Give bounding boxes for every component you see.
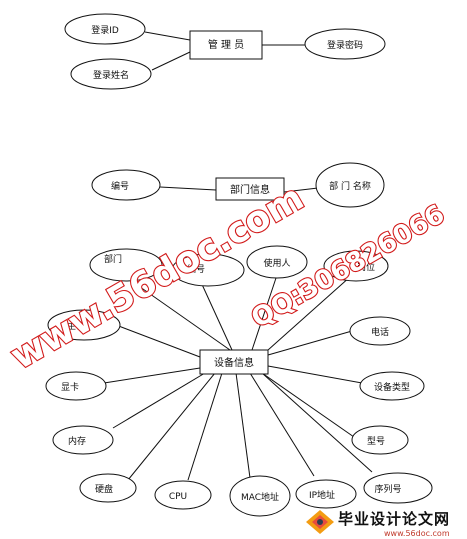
- department-entity: 部门信息: [215, 177, 285, 201]
- attr-login-id: 登录ID: [64, 13, 146, 45]
- attr-device-dept: 部门: [89, 248, 163, 282]
- attr-device-type: 设备类型: [359, 371, 425, 401]
- attr-login-password: 登录密码: [304, 28, 386, 60]
- attr-device-mainboard: 主板: [47, 309, 121, 341]
- attr-device-ip: IP地址: [295, 479, 357, 509]
- attr-device-serial: 序列号: [363, 472, 433, 504]
- attr-device-number: 编号: [171, 253, 245, 287]
- svg-text:电话: 电话: [371, 326, 389, 338]
- svg-text:编号: 编号: [111, 180, 129, 192]
- attr-device-position: 岗位: [323, 250, 389, 282]
- logo-url: www.56doc.com: [384, 529, 450, 538]
- svg-text:部 门 名称: 部 门 名称: [329, 180, 371, 192]
- svg-text:登录ID: 登录ID: [91, 25, 119, 36]
- attr-dept-number: 编号: [91, 169, 161, 201]
- svg-text:登录姓名: 登录姓名: [93, 69, 129, 81]
- logo-emblem-icon: [306, 510, 334, 534]
- svg-text:CPU: CPU: [169, 492, 187, 502]
- svg-text:IP地址: IP地址: [309, 489, 335, 501]
- svg-text:编号: 编号: [187, 263, 205, 275]
- svg-text:显卡: 显卡: [61, 381, 79, 393]
- department-entity-label: 部门信息: [230, 183, 270, 196]
- attr-device-mac: MAC地址: [229, 475, 291, 517]
- attr-device-phone: 电话: [349, 316, 411, 346]
- attr-dept-name: 部 门 名称: [315, 162, 385, 208]
- logo-title: 毕业设计论文网: [338, 510, 450, 528]
- svg-text:主板: 主板: [67, 320, 85, 332]
- attr-device-cpu: CPU: [154, 480, 212, 510]
- svg-text:设备类型: 设备类型: [374, 381, 410, 393]
- svg-text:型号: 型号: [367, 436, 385, 447]
- site-logo: 毕业设计论文网 www.56doc.com: [306, 510, 450, 538]
- svg-text:序列号: 序列号: [374, 483, 401, 495]
- device-entity-label: 设备信息: [214, 356, 254, 369]
- svg-text:使用人: 使用人: [263, 257, 290, 269]
- svg-text:登录密码: 登录密码: [327, 39, 363, 51]
- svg-text:内存: 内存: [68, 435, 86, 447]
- attr-device-memory: 内存: [52, 425, 114, 455]
- attr-device-user: 使用人: [246, 245, 308, 279]
- attr-device-graphics: 显卡: [45, 371, 107, 401]
- admin-entity: 管 理 员: [189, 30, 263, 60]
- attr-device-disk: 硬盘: [79, 473, 137, 503]
- svg-text:MAC地址: MAC地址: [241, 491, 279, 503]
- attr-device-model: 型号: [351, 425, 409, 455]
- attr-login-name: 登录姓名: [70, 58, 152, 90]
- device-entity: 设备信息: [199, 349, 269, 375]
- admin-entity-label: 管 理 员: [208, 38, 244, 51]
- svg-text:部门: 部门: [104, 253, 122, 265]
- svg-text:岗位: 岗位: [357, 261, 375, 273]
- watermark-site: www.56doc.com: [4, 177, 311, 378]
- svg-text:硬盘: 硬盘: [95, 483, 113, 495]
